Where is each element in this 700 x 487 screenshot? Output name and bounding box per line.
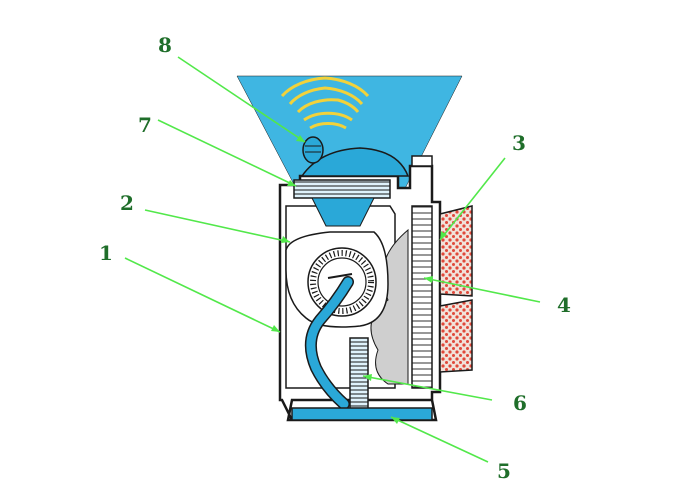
- callout-numbers: 8 7 2 1 3 4 6 5: [99, 33, 571, 483]
- leader-lines: [124, 56, 541, 463]
- callout-1: 1: [99, 241, 113, 265]
- ultrasonic-waves: [280, 76, 370, 130]
- blower-fan: [285, 231, 389, 328]
- callout-5: 5: [497, 459, 511, 483]
- water-tray: [291, 407, 433, 421]
- callout-4: 4: [557, 293, 571, 317]
- top-mesh-filter: [293, 179, 391, 199]
- ribbed-panel: [411, 205, 433, 389]
- mist-funnel: [311, 197, 375, 227]
- dotted-filters: [439, 205, 473, 373]
- callout-7: 7: [138, 113, 152, 137]
- ultrasonic-transducer: [302, 136, 324, 164]
- side-cap: [411, 155, 433, 167]
- callout-2: 2: [120, 191, 134, 215]
- callout-8: 8: [158, 33, 172, 57]
- callout-3: 3: [512, 131, 526, 155]
- callout-6: 6: [513, 391, 527, 415]
